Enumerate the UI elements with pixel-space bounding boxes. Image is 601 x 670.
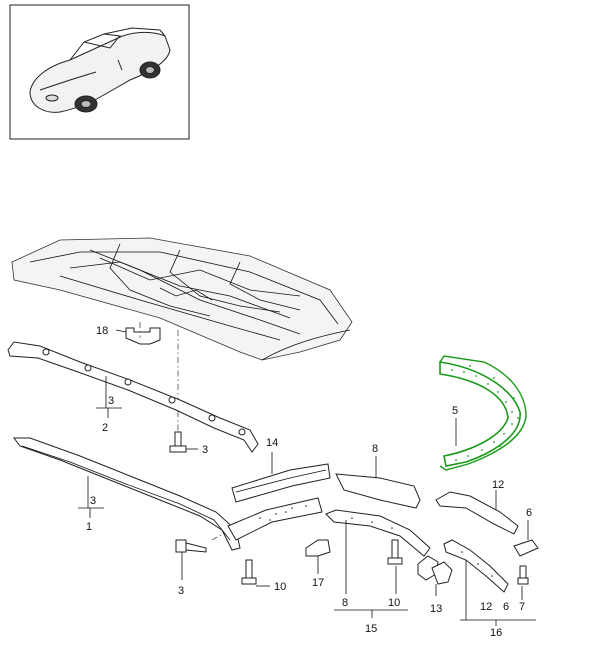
group-16: 12 6 7 16 — [460, 560, 536, 639]
trim-12-upper: 12 — [435, 479, 519, 535]
callout-3-screw-upper: 3 — [202, 444, 208, 456]
group-15: 8 10 15 — [334, 520, 408, 635]
callout-6-top: 6 — [526, 507, 532, 519]
long-strip-1: 3 1 — [13, 437, 241, 551]
callout-13: 13 — [430, 603, 442, 615]
callout-10-mid: 10 — [388, 597, 400, 609]
strip-8 — [325, 509, 431, 557]
roof-frame — [11, 237, 353, 361]
seal-strip-lower — [227, 497, 323, 541]
screw-3-lower: 3 — [175, 539, 207, 597]
callout-8-bottom: 8 — [342, 597, 348, 609]
bracket-14: 14 — [231, 437, 331, 503]
trim-strip-2: 3 2 — [7, 341, 259, 453]
screw-10-left: 10 — [241, 559, 286, 593]
callout-2: 2 — [102, 422, 108, 434]
screw-3-upper: 3 — [169, 431, 208, 456]
callout-3-screw-lower: 3 — [178, 585, 184, 597]
callout-18: 18 — [96, 325, 108, 337]
clip-13: 13 — [417, 555, 453, 615]
callout-12-bottom: 12 — [480, 601, 492, 613]
screw-10-mid — [387, 539, 403, 565]
tab-6: 6 — [513, 507, 539, 557]
screw-7 — [517, 565, 529, 585]
callout-3-clip: 3 — [108, 395, 114, 407]
callout-12-top: 12 — [492, 479, 504, 491]
highlighted-seal-5: 5 — [439, 355, 527, 471]
clip-18: 18 — [96, 325, 161, 345]
callout-1: 1 — [86, 521, 92, 533]
callout-15: 15 — [365, 623, 377, 635]
vehicle-thumbnail — [9, 4, 190, 140]
callout-17: 17 — [312, 577, 324, 589]
callout-10-left: 10 — [274, 581, 286, 593]
callout-6-bottom: 6 — [503, 601, 509, 613]
bracket-8: 8 — [335, 443, 421, 509]
callout-3-strip: 3 — [90, 495, 96, 507]
callout-5: 5 — [452, 405, 458, 417]
callout-7: 7 — [519, 601, 525, 613]
callout-14: 14 — [266, 437, 278, 449]
clip-17: 17 — [305, 539, 331, 589]
convertible-car-icon — [29, 27, 171, 113]
callout-8-top: 8 — [372, 443, 378, 455]
callout-16: 16 — [490, 627, 502, 639]
trim-12-lower — [443, 539, 509, 593]
